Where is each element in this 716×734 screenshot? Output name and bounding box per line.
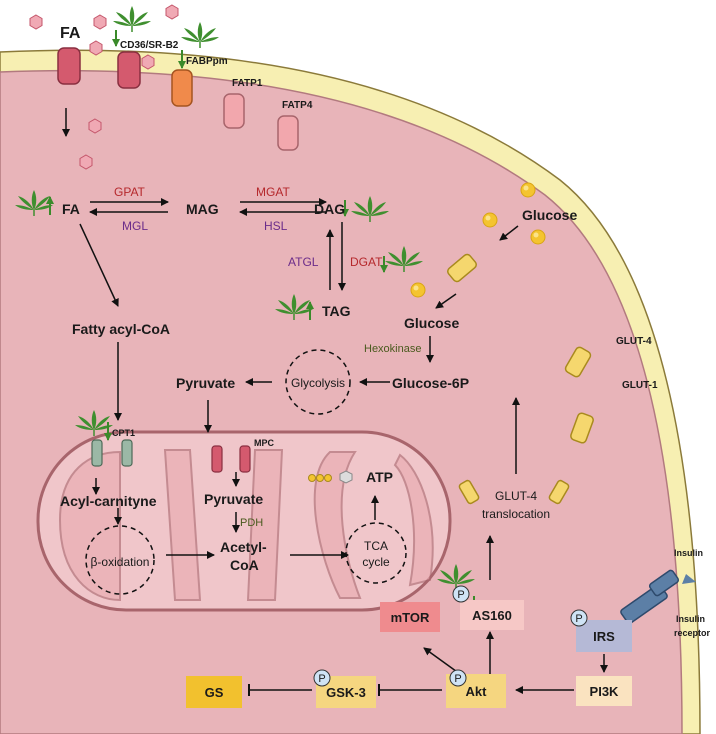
insulin-receptor [620, 569, 680, 624]
glycolysis-cycle [285, 349, 351, 415]
gpat-label: GPAT [114, 185, 146, 199]
glucose-molecule-icon [482, 212, 498, 228]
arrow-akt-to-mtor [423, 647, 461, 675]
glucose-inside-label: Glucose [404, 315, 459, 331]
fatp4-transporter [277, 115, 299, 151]
fa-molecule-icon [88, 118, 102, 134]
fa-molecule-icon [79, 154, 93, 170]
glut4-transporter [564, 346, 592, 378]
pyruvate-mito-label: Pyruvate [204, 491, 263, 507]
acetyl-coa-label-2: CoA [230, 557, 259, 573]
fa-outside-label: FA [60, 25, 81, 42]
as160-box [460, 600, 524, 630]
fatp4-label: FATP4 [282, 100, 313, 111]
as160-label: AS160 [472, 608, 512, 623]
mgat-label: MGAT [256, 185, 290, 199]
mtor-box [380, 602, 440, 632]
fa-molecule-icon [141, 54, 155, 70]
phospho-icon: P [449, 669, 467, 687]
arrow-fa-to-fattyacylcoa [79, 223, 119, 307]
fa-molecule-icon [89, 40, 103, 56]
acyl-carnityne-label: Acyl-carnityne [60, 493, 157, 509]
insulin-receptor-label-2: receptor [674, 628, 711, 638]
glut4-label: GLUT-4 [616, 336, 652, 347]
glucose-molecule-icon [530, 229, 546, 245]
fa-molecule-icon [165, 4, 179, 20]
glut4-translocation-label-2: translocation [482, 507, 550, 521]
glucose-6p-label: Glucose-6P [392, 375, 469, 391]
glucose-outside-label: Glucose [522, 207, 577, 223]
glut4-vesicle-right [548, 479, 570, 505]
fatty-acyl-coa-label: Fatty acyl-CoA [72, 321, 170, 337]
hsl-label: HSL [264, 219, 288, 233]
mtor-label: mTOR [391, 610, 430, 625]
fabppm-transporter [171, 69, 193, 107]
glut1-transporter [570, 412, 594, 444]
fabppm-label: FABPpm [186, 56, 228, 67]
insulin-icon [682, 574, 696, 584]
arrow-glucose-transport [435, 293, 457, 309]
svg-text:P: P [457, 589, 464, 601]
fatp1-transporter [223, 93, 245, 129]
phospho-icon: P [570, 609, 588, 627]
tca-cycle [345, 522, 407, 584]
insulin-label: Insulin [674, 548, 703, 558]
cpt1-channel [91, 439, 133, 467]
svg-text:P: P [575, 613, 582, 625]
atgl-label: ATGL [288, 255, 319, 269]
akt-label: Akt [466, 684, 488, 699]
hexokinase-label: Hexokinase [364, 343, 421, 355]
beta-oxidation-cycle [85, 525, 155, 595]
gs-label: GS [205, 685, 224, 700]
svg-text:P: P [318, 673, 325, 685]
fa-label: FA [62, 201, 80, 217]
acetyl-coa-label-1: Acetyl- [220, 539, 267, 555]
fatp1-label: FATP1 [232, 78, 263, 89]
pi3k-label: PI3K [590, 684, 620, 699]
arrow-glucose-in [499, 225, 519, 241]
pdh-label: PDH [240, 517, 263, 529]
insulin-receptor-label-1: Insulin [676, 614, 705, 624]
mpc-channel [211, 445, 251, 473]
glucose-molecule-icon [410, 282, 426, 298]
mag-label: MAG [186, 201, 219, 217]
mgl-label: MGL [122, 219, 148, 233]
glut1-label: GLUT-1 [622, 380, 658, 391]
dgat-label: DGAT [350, 255, 383, 269]
svg-text:P: P [454, 673, 461, 685]
gs-box [186, 676, 242, 708]
pyruvate-cytosol-label: Pyruvate [176, 375, 235, 391]
tca-label-2: cycle [362, 555, 390, 569]
glucose-molecule-icon [520, 182, 536, 198]
cd36-sr-b2-transporter [117, 51, 141, 89]
cannabis-leaf-icon [112, 5, 152, 33]
glut4-translocation-label-1: GLUT-4 [495, 489, 537, 503]
tag-label: TAG [322, 303, 351, 319]
dag-label: DAG [314, 201, 345, 217]
irs-box [576, 620, 632, 652]
cd36-label: CD36/SR-B2 [120, 40, 179, 51]
glucose-membrane-transporter [447, 253, 477, 283]
phospho-icon: P [313, 669, 331, 687]
atp-label: ATP [366, 469, 393, 485]
gsk3-label: GSK-3 [326, 685, 366, 700]
phospho-icon: P [452, 585, 470, 603]
cpt1-label: CPT1 [112, 428, 135, 438]
glut4-vesicle-left [458, 479, 480, 505]
cannabis-leaf-icon [180, 21, 220, 49]
tca-label-1: TCA [364, 539, 388, 553]
irs-label: IRS [593, 629, 615, 644]
fa-molecule-icon [93, 14, 107, 30]
mpc-label: MPC [254, 438, 275, 448]
cd36-transporter [57, 47, 81, 85]
atp-molecule-icon [308, 470, 353, 484]
glycolysis-label: Glycolysis [291, 376, 345, 390]
fa-molecule-icon [29, 14, 43, 30]
beta-oxidation-label: β-oxidation [91, 555, 150, 569]
pi3k-box [576, 676, 632, 706]
